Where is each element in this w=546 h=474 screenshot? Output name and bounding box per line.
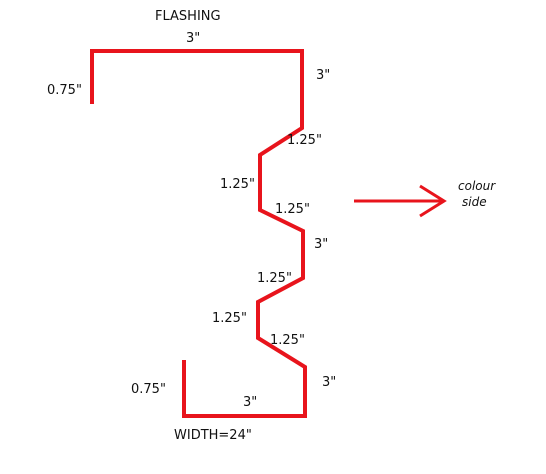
step-2-label: 1.25" (220, 177, 255, 192)
right-drop-1-label: 3" (316, 68, 331, 83)
colour-side-note-line2: side (462, 195, 487, 209)
colour-side-note-line1: colour (458, 179, 496, 193)
step-1-label: 1.25" (287, 133, 322, 148)
step-3-label: 1.25" (275, 202, 310, 217)
bottom-width-label: 3" (243, 395, 258, 410)
step-5-label: 1.25" (212, 311, 247, 326)
left-lip-label: 0.75" (47, 83, 82, 98)
flashing-profile (90, 49, 307, 418)
step-4-label: 1.25" (257, 271, 292, 286)
right-drop-2-label: 3" (314, 237, 329, 252)
colour-side-arrow-head (419, 184, 447, 218)
width-label: WIDTH=24" (174, 428, 252, 443)
top-width-label: 3" (186, 31, 201, 46)
bottom-lip-label: 0.75" (131, 382, 166, 397)
right-drop-3-label: 3" (322, 375, 337, 390)
diagram-title: FLASHING (155, 9, 221, 24)
step-6-label: 1.25" (270, 333, 305, 348)
